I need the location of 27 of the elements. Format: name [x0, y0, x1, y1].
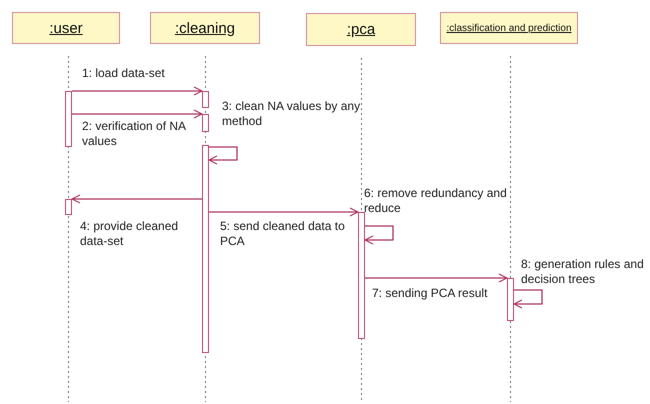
object-header: :user: [12, 12, 120, 44]
message-label: 3: clean NA values by any method: [222, 99, 362, 129]
activation-bar: [202, 91, 209, 108]
message-label: 2: verification of NA values: [82, 119, 187, 149]
message-label: 5: send cleaned data to PCA: [220, 219, 346, 249]
object-header: :classification and prediction: [440, 12, 578, 44]
activation-bar: [507, 278, 514, 321]
activation-bar: [65, 199, 72, 215]
message-arrow: [365, 273, 508, 283]
message-label: 6: remove redundancy and reduce: [364, 186, 508, 216]
message-label: 1: load data-set: [82, 66, 166, 81]
activation-bar: [65, 91, 72, 147]
activation-bar: [202, 145, 209, 353]
message-arrow: [72, 109, 203, 119]
message-label: 4: provide cleaned data-set: [80, 219, 180, 249]
object-header: :cleaning: [150, 12, 260, 44]
message-arrow: [513, 289, 543, 309]
message-arrow: [72, 86, 203, 96]
message-arrow: [71, 194, 202, 204]
message-label: 7: sending PCA result: [372, 286, 488, 301]
message-arrow: [364, 225, 394, 245]
message-arrow: [208, 146, 238, 165]
activation-bar: [358, 212, 365, 339]
activation-bar: [202, 114, 209, 132]
message-label: 8: generation rules and decision trees: [521, 257, 645, 287]
object-header: :pca: [306, 13, 416, 46]
message-arrow: [209, 207, 359, 217]
